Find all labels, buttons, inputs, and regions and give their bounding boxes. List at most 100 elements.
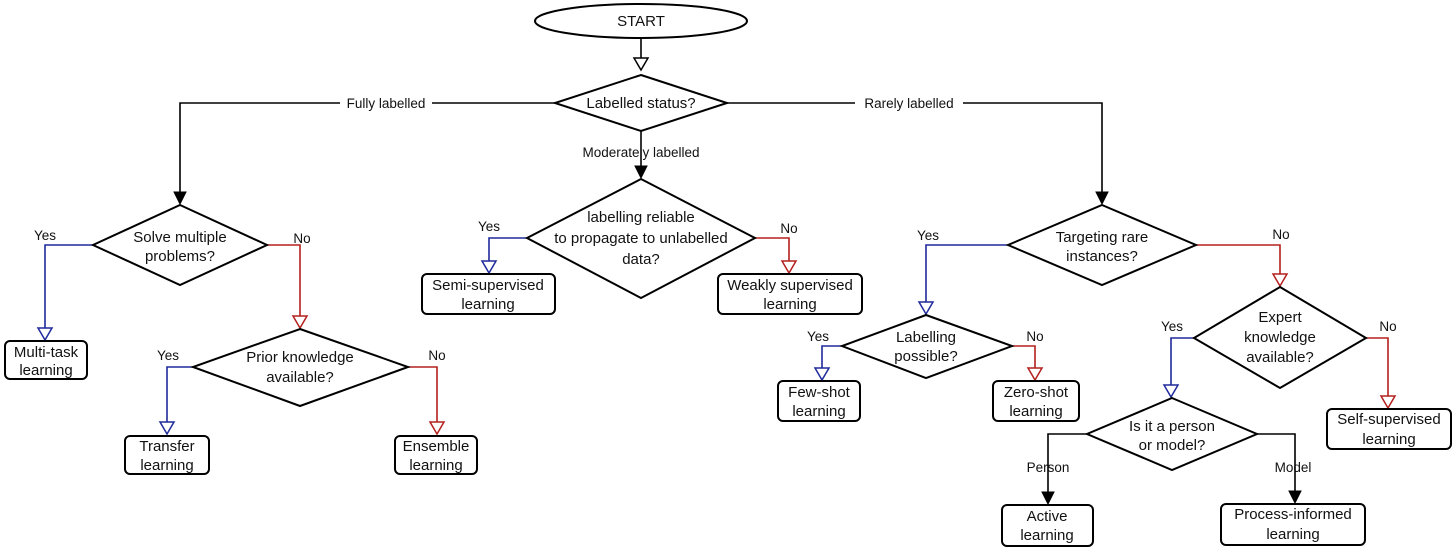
- edge-yes: [925, 244, 1008, 302]
- decision-targeting-rare-instances: [1005, 203, 1199, 287]
- edge-label-person: Person: [1027, 460, 1070, 475]
- edge-label-rarely-labelled: Rarely labelled: [864, 96, 953, 111]
- edge-label-no: No: [1026, 329, 1043, 344]
- decision-label: available?: [266, 369, 334, 386]
- arrowhead: [158, 421, 176, 436]
- outcome-self-supervised-learning: [1326, 408, 1452, 450]
- outcome-label: Ensemble: [403, 438, 470, 455]
- edge-label-no: No: [428, 348, 445, 363]
- decision-label: problems?: [145, 248, 215, 265]
- decision-person-or-model: [1084, 396, 1260, 472]
- edge-label-yes: Yes: [157, 348, 179, 363]
- arrowhead: [36, 327, 54, 342]
- outcome-label: Multi-task: [14, 344, 79, 361]
- edge-yes: [166, 366, 193, 422]
- decision-labelled-status: [551, 73, 731, 133]
- edge-rarely-labelled: [727, 102, 1103, 192]
- decision-labelling-reliable: [524, 177, 758, 300]
- edge-label-no: No: [1272, 227, 1289, 242]
- edge-label-model: Model: [1275, 460, 1312, 475]
- outcome-label: learning: [1009, 403, 1062, 420]
- decision-label: Prior knowledge: [246, 349, 354, 366]
- decision-prior-knowledge: [190, 327, 411, 408]
- arrowhead: [173, 191, 187, 206]
- arrowhead: [1041, 491, 1055, 506]
- outcome-label: learning: [461, 296, 514, 313]
- edge-person: [1047, 433, 1087, 492]
- outcome-label: Transfer: [139, 438, 194, 455]
- edge-label-no: No: [1379, 319, 1396, 334]
- outcome-label: Zero-shot: [1004, 384, 1069, 401]
- decision-label: Labelled status?: [586, 95, 695, 112]
- decision-label: possible?: [894, 348, 957, 365]
- outcome-label: learning: [1362, 431, 1415, 448]
- edge-label-moderately-labelled: Moderately labelled: [582, 145, 699, 160]
- edge-label-yes: Yes: [34, 228, 56, 243]
- outcome-label: Weakly supervised: [727, 277, 853, 294]
- arrowhead: [1026, 367, 1044, 382]
- outcome-weakly-supervised-learning: [717, 273, 863, 315]
- edge-no: [1196, 244, 1281, 274]
- outcome-label: Self-supervised: [1337, 411, 1440, 428]
- edge-no: [755, 237, 790, 261]
- arrowhead: [1379, 395, 1397, 410]
- decision-label: labelling reliable: [587, 209, 695, 226]
- outcome-label: learning: [140, 457, 193, 474]
- outcome-zero-shot-learning: [992, 380, 1080, 422]
- arrowhead: [1288, 490, 1302, 505]
- outcome-multi-task-learning: [4, 340, 88, 380]
- edge-model: [1257, 433, 1296, 491]
- outcome-label: Active: [1027, 508, 1068, 525]
- outcome-transfer-learning: [124, 435, 210, 475]
- decision-label: to propagate to unlabelled: [554, 230, 727, 247]
- decision-label: available?: [1246, 349, 1314, 366]
- outcome-label: Few-shot: [788, 384, 851, 401]
- edge-yes: [488, 237, 527, 261]
- outcome-label: learning: [763, 296, 816, 313]
- decision-label: Targeting rare: [1056, 229, 1149, 246]
- edge-no: [267, 244, 301, 316]
- arrowhead: [917, 301, 935, 316]
- decision-label: Is it a person: [1129, 418, 1215, 435]
- arrowhead: [780, 260, 798, 275]
- edge-label-yes: Yes: [917, 228, 939, 243]
- outcome-label: Process-informed: [1234, 506, 1352, 523]
- decision-expert-knowledge: [1192, 285, 1368, 390]
- edge-yes: [821, 345, 842, 368]
- edge-fully-labelled: [179, 102, 555, 192]
- arrowhead: [1095, 191, 1109, 206]
- arrowhead: [291, 315, 309, 330]
- decision-label: Solve multiple: [133, 229, 226, 246]
- arrowhead: [428, 421, 446, 436]
- arrowhead: [480, 260, 498, 275]
- outcome-process-informed-learning: [1220, 503, 1366, 546]
- edge-no: [1012, 345, 1036, 368]
- edge-no: [1366, 337, 1389, 396]
- decision-label: data?: [622, 251, 660, 268]
- outcome-label: learning: [1266, 526, 1319, 543]
- edge-label-no: No: [780, 221, 797, 236]
- decision-labelling-possible: [839, 313, 1015, 380]
- decision-label: Expert: [1258, 309, 1302, 326]
- edge-label-yes: Yes: [807, 329, 829, 344]
- outcome-semi-supervised-learning: [421, 273, 556, 315]
- arrowhead: [1162, 384, 1180, 399]
- edge-yes: [44, 244, 93, 328]
- decision-label: knowledge: [1244, 329, 1316, 346]
- outcome-active-learning: [1001, 504, 1094, 547]
- edge-yes: [1170, 337, 1194, 385]
- edge-no: [408, 366, 438, 422]
- start-label: START: [617, 13, 665, 30]
- outcome-ensemble-learning: [394, 435, 478, 475]
- arrowhead: [1271, 273, 1289, 288]
- edge-label-fully-labelled: Fully labelled: [347, 96, 426, 111]
- edge-label-background: [855, 95, 963, 112]
- decision-label: or model?: [1139, 437, 1206, 454]
- arrowhead: [634, 165, 648, 180]
- outcome-label: Semi-supervised: [432, 277, 544, 294]
- outcome-label: learning: [1020, 527, 1073, 544]
- edge-label-yes: Yes: [1161, 319, 1183, 334]
- arrowhead: [813, 367, 831, 382]
- edge-label-background: [340, 95, 432, 112]
